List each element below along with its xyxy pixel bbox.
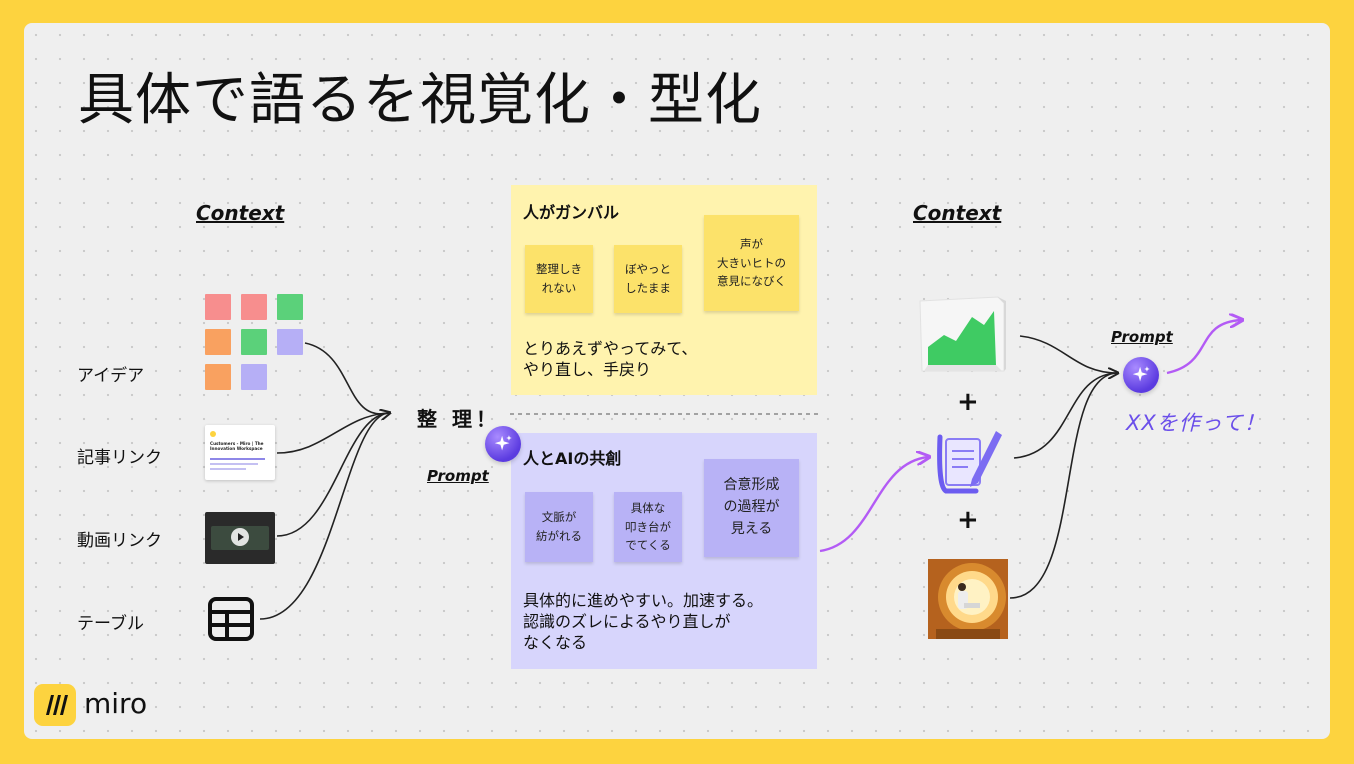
ai-panel-body: 具体的に進めやすい。加速する。 認識のズレによるやり直しが なくなる: [523, 591, 764, 652]
sticky-note[interactable]: 声が 大きいヒトの 意見になびく: [704, 215, 799, 311]
sticky-square: [277, 329, 303, 355]
row-label-ideas: アイデア: [77, 366, 145, 386]
area-chart-3d-icon[interactable]: [910, 295, 1010, 375]
sticky-square: [277, 294, 303, 320]
article-line: [210, 468, 246, 470]
connector-article: [276, 412, 390, 454]
left-context-label: Context: [196, 201, 285, 225]
plus-sign: +: [957, 387, 979, 417]
sticky-square: [205, 364, 231, 390]
row-label-video: 動画リンク: [77, 531, 162, 551]
ai-sparkle-icon[interactable]: [485, 426, 521, 462]
sticky-note[interactable]: 具体な 叩き台が でてくる: [614, 492, 682, 562]
connector-video: [276, 412, 390, 537]
sticky-note[interactable]: 合意形成 の過程が 見える: [704, 459, 799, 557]
right-context-label: Context: [913, 201, 1002, 225]
organize-label: 整 理！: [417, 407, 500, 431]
row-label-article: 記事リンク: [77, 448, 162, 468]
video-thumbnail[interactable]: [205, 512, 275, 564]
connector-image: [1009, 373, 1117, 599]
sticky-note[interactable]: 整理しき れない: [525, 245, 593, 313]
article-line: [210, 463, 258, 465]
article-line: [210, 458, 265, 460]
right-prompt-label: Prompt: [1111, 328, 1173, 346]
sticky-square: [241, 294, 267, 320]
connector-chart: [1019, 335, 1118, 374]
human-panel-title: 人がガンバル: [523, 203, 620, 222]
connector-ideas: [304, 342, 389, 414]
person-in-circle-image[interactable]: [928, 559, 1008, 639]
connector-document: [1013, 372, 1118, 459]
document-pen-icon[interactable]: [932, 425, 1008, 497]
article-thumbnail[interactable]: Customers - Miro | The Innovation Worksp…: [205, 425, 275, 480]
connector-layer: [259, 23, 1330, 620]
sticky-note[interactable]: 文脈が 紡がれる: [525, 492, 593, 562]
ai-panel-title: 人とAIの共創: [523, 449, 622, 468]
ai-sparkle-icon[interactable]: [1123, 357, 1159, 393]
sticky-note[interactable]: ぼやっと したまま: [614, 245, 682, 313]
miro-logo-icon: [34, 684, 76, 726]
table-icon[interactable]: [207, 596, 255, 642]
sticky-square: [241, 364, 267, 390]
sticky-square: [205, 329, 231, 355]
plus-sign: +: [957, 505, 979, 535]
output-request-text: XXを作って！: [1126, 411, 1266, 435]
play-icon[interactable]: [231, 528, 249, 546]
connector-final-output: [1166, 320, 1241, 375]
center-prompt-label: Prompt: [427, 467, 489, 485]
sticky-square: [205, 294, 231, 320]
article-thumb-title: Customers - Miro | The Innovation Worksp…: [210, 441, 264, 452]
connector-ai-output: [819, 457, 928, 553]
row-label-table: テーブル: [77, 614, 144, 634]
article-favicon-icon: [210, 431, 216, 437]
miro-logo-text: miro: [84, 687, 148, 720]
human-ai-cocreation-panel: 人とAIの共創 文脈が 紡がれる 具体な 叩き台が でてくる 合意形成 の過程が…: [511, 433, 817, 669]
human-effort-panel: 人がガンバル 整理しき れない ぼやっと したまま 声が 大きいヒトの 意見にな…: [511, 185, 817, 395]
sticky-square: [241, 329, 267, 355]
human-panel-body: とりあえずやってみて、 やり直し、手戻り: [523, 339, 698, 379]
page-title: 具体で語るを視覚化・型化: [78, 68, 762, 133]
board-canvas: 具体で語るを視覚化・型化 Context アイデア 記事リンク 動画リンク テー…: [24, 23, 1330, 739]
connector-table: [259, 412, 390, 620]
